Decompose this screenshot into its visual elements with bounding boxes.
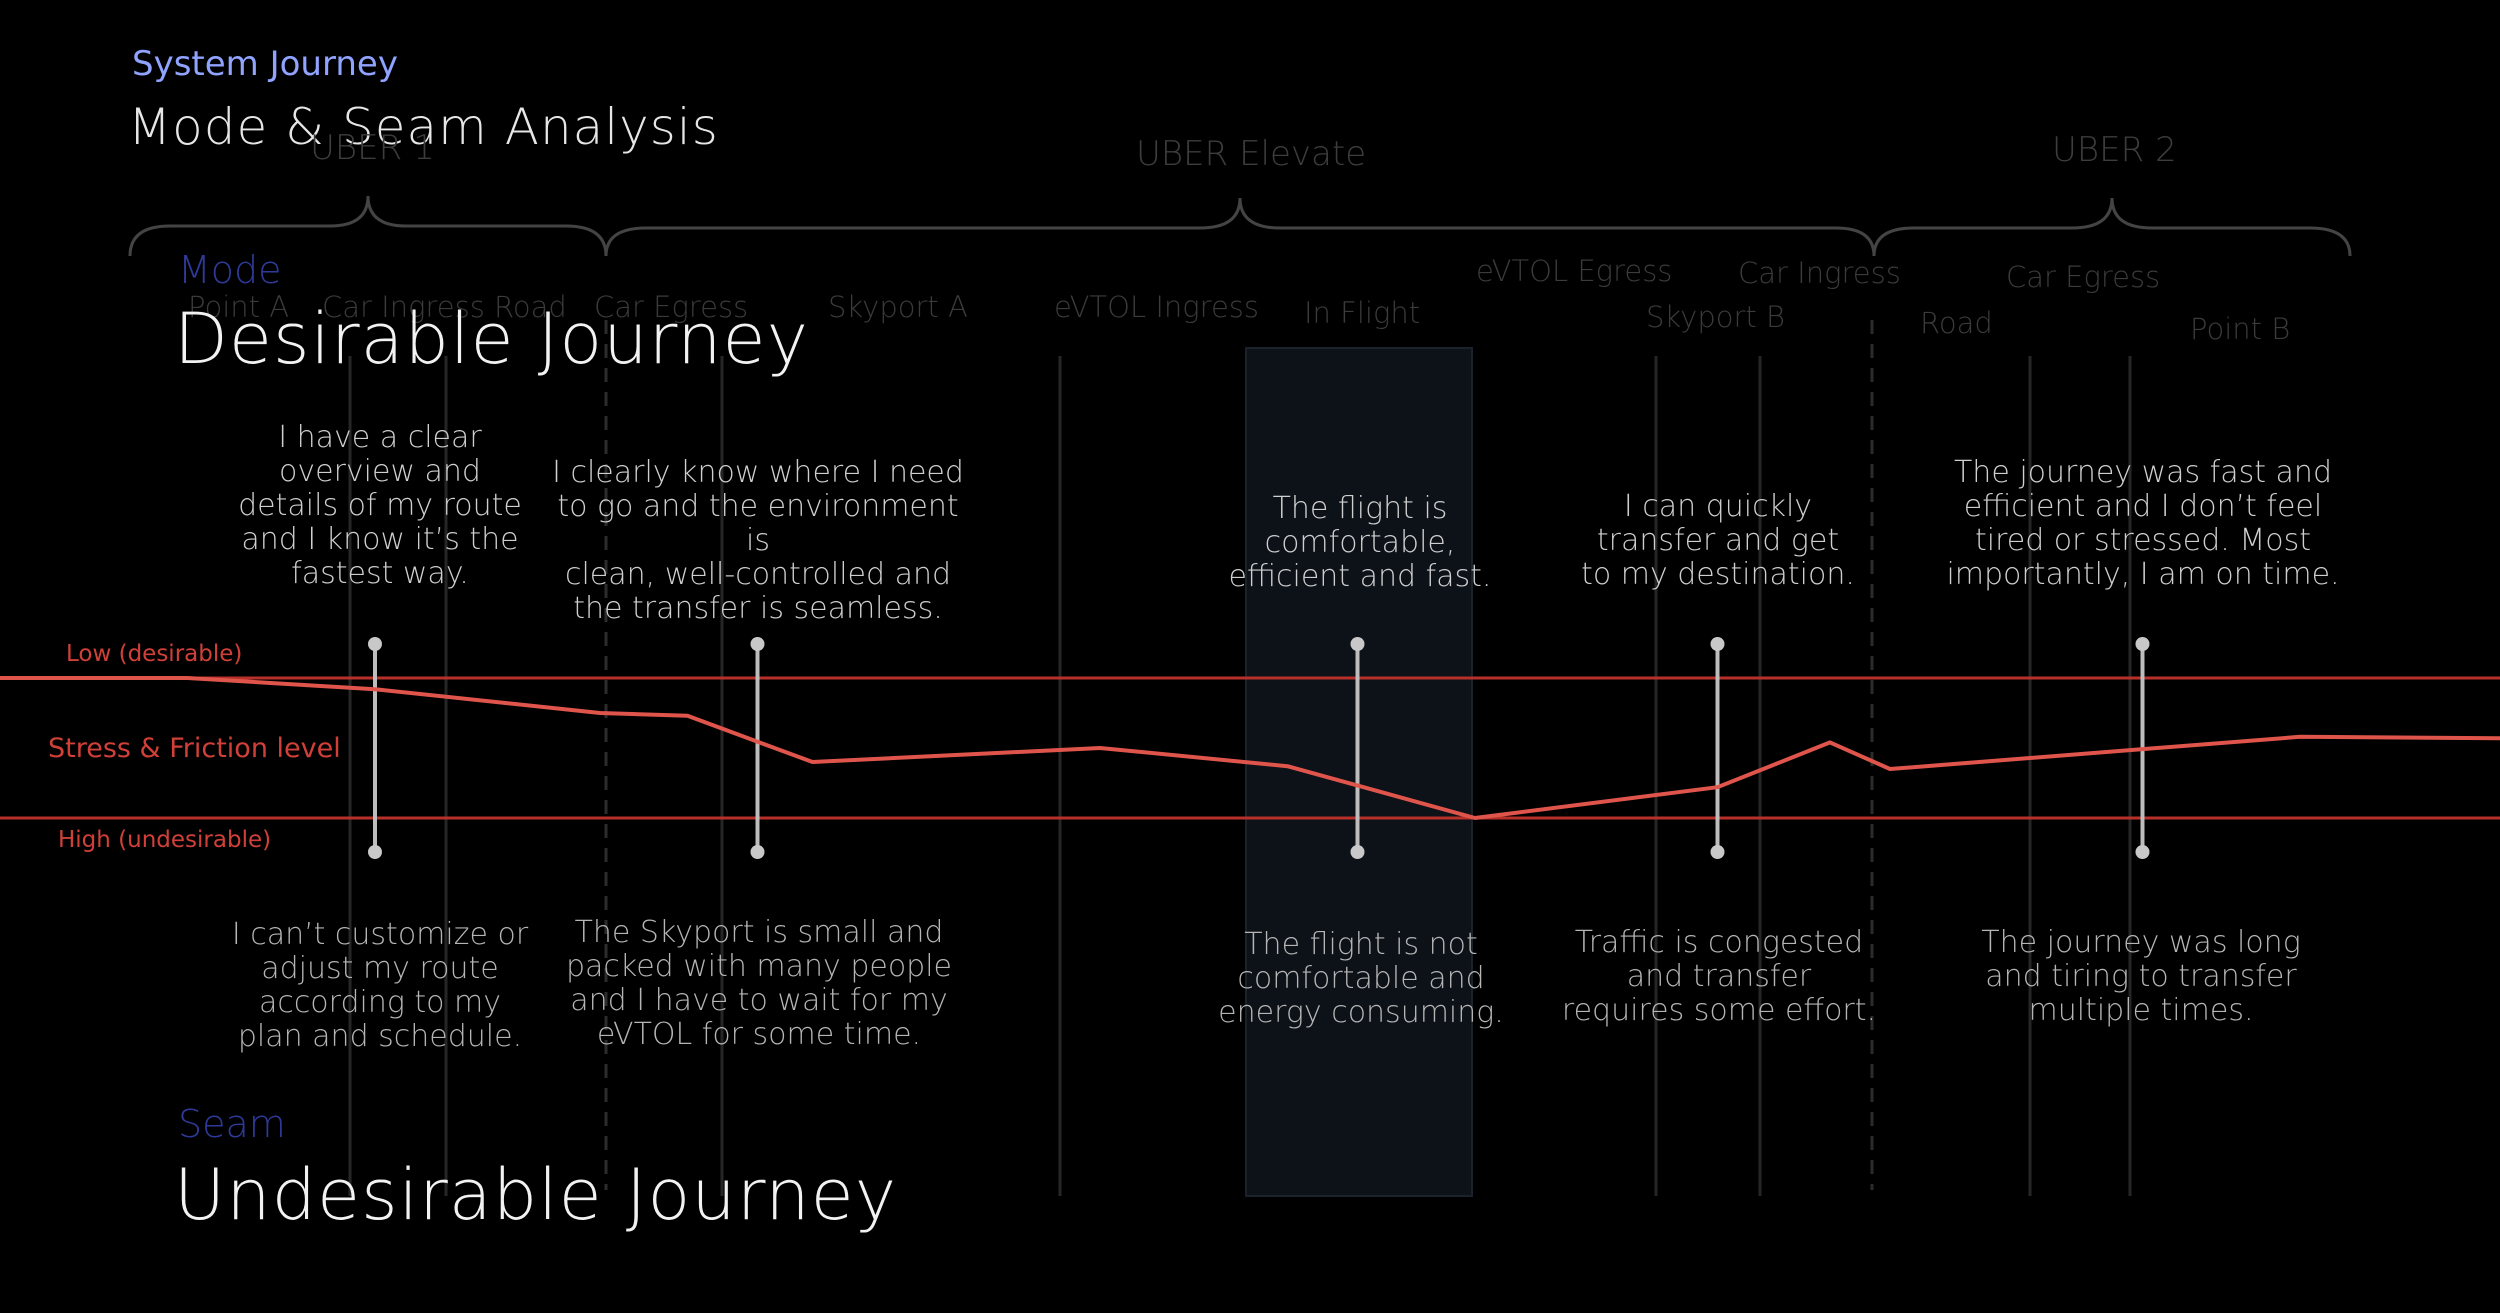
touchpoint-3-desirable-text: The flight is comfortable, efficient and… (1228, 491, 1492, 594)
touchpoint-top-dot-5 (2135, 637, 2150, 651)
stress-curve-1 (0, 676, 2500, 820)
mode-skyport-b: Skyport B (1646, 300, 1785, 334)
axis-high-label: High (undesirable) (58, 827, 272, 853)
phase-brace-uber-2 (1872, 197, 2352, 257)
touchpoint-2-undesirable-text: The Skyport is small and packed with man… (565, 915, 953, 1052)
phase-label-uber-2: UBER 2 (2052, 130, 2177, 170)
eyebrow-label: System Journey (132, 44, 398, 84)
mode-skyport-a: Skyport A (828, 290, 968, 324)
touchpoint-5-desirable-text: The journey was fast and efficient and I… (1946, 455, 2340, 592)
touchpoint-1-undesirable-text: I can’t customize or adjust my route acc… (231, 917, 529, 1054)
phase-brace-uber-1 (128, 195, 608, 257)
mode-car-egress-2: Car Egress (2006, 260, 2161, 294)
touchpoint-top-dot-2 (750, 637, 765, 651)
mode-point-a: Point A (188, 290, 290, 324)
touchpoint-2-desirable-text: I clearly know where I need to go and th… (552, 455, 964, 626)
touchpoint-4-desirable-text: I can quickly transfer and get to my des… (1581, 489, 1855, 592)
mode-point-b: Point B (2190, 312, 2291, 346)
mode-in-flight: In Flight (1304, 296, 1421, 330)
seam-label: Seam (178, 1102, 286, 1146)
mode-car-egress-1: Car Egress (594, 290, 749, 324)
touchpoint-top-dot-3 (1350, 637, 1365, 651)
mode-road-1: Road (494, 290, 567, 324)
mode-road-2: Road (1920, 306, 1993, 340)
mode-evtol-egress: eVTOL Egress (1476, 254, 1673, 288)
axis-title: Stress & Friction level (48, 733, 341, 764)
touchpoint-bottom-dot-4 (1710, 845, 1725, 859)
mode-car-ingress-2: Car Ingress (1738, 256, 1901, 290)
touchpoint-bottom-dot-1 (368, 845, 382, 859)
axis-low-label: Low (desirable) (66, 641, 243, 667)
desirable-journey-title: Desirable Journey (174, 298, 810, 380)
touchpoint-top-dot-1 (368, 637, 382, 651)
touchpoint-5-undesirable-text: The journey was long and tiring to trans… (1981, 925, 2301, 1028)
touchpoint-1-desirable-text: I have a clear overview and details of m… (238, 420, 522, 591)
phase-label-uber-1: UBER 1 (310, 128, 435, 168)
touchpoint-bottom-dot-2 (750, 845, 765, 859)
mode-car-ingress-1: Car Ingress (322, 290, 485, 324)
phase-brace-uber-elevate (604, 197, 1876, 257)
undesirable-journey-title: Undesirable Journey (174, 1154, 898, 1236)
touchpoint-bottom-dot-5 (2135, 845, 2150, 859)
page-title: Mode & Seam Analysis (128, 98, 719, 156)
touchpoint-4-undesirable-text: Traffic is congested and transfer requir… (1561, 925, 1877, 1028)
mode-evtol-ingress: eVTOL Ingress (1054, 290, 1260, 324)
touchpoint-bottom-dot-3 (1350, 845, 1365, 859)
touchpoint-3-undesirable-text: The flight is not comfortable and energy… (1218, 927, 1504, 1030)
touchpoint-top-dot-4 (1710, 637, 1725, 651)
phase-label-uber-elevate: UBER Elevate (1136, 134, 1367, 174)
mode-label: Mode (178, 248, 282, 292)
